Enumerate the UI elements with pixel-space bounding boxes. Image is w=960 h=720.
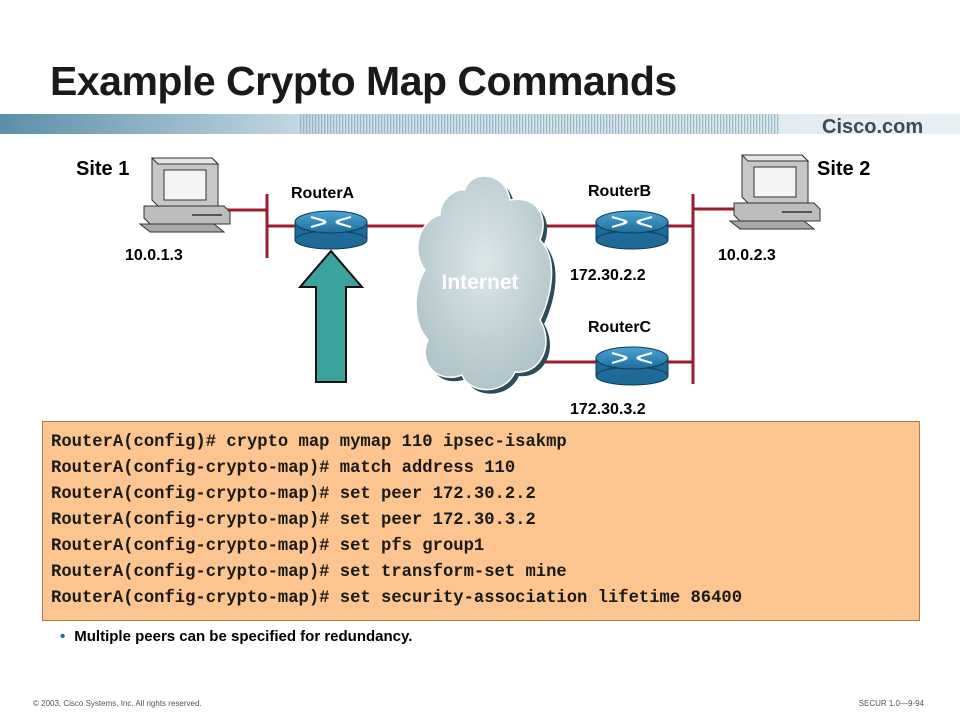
site2-ip: 10.0.2.3 — [718, 247, 776, 264]
cli-line: RouterA(config-crypto-map)# set pfs grou… — [51, 537, 485, 556]
routerA-icon — [293, 209, 369, 251]
bullet-note: • Multiple peers can be specified for red… — [60, 628, 412, 645]
slide-title: Example Crypto Map Commands — [50, 58, 677, 104]
cli-line: RouterA(config-crypto-map)# set peer 172… — [51, 511, 536, 530]
site1-pc-icon — [139, 157, 231, 233]
network-diagram: Internet Site 1 Site 2 10.0.1.3 10.0.2.3… — [76, 154, 870, 418]
cisco-logo: Cisco.com — [822, 116, 924, 138]
cli-line: RouterA(config-crypto-map)# set peer 172… — [51, 485, 536, 504]
up-arrow-icon — [297, 249, 365, 383]
bullet-text: Multiple peers can be specified for redu… — [74, 628, 413, 645]
cli-line: RouterA(config-crypto-map)# set security… — [51, 589, 743, 608]
footer-copyright: © 2003, Cisco Systems, Inc. All rights r… — [33, 699, 202, 708]
footer-course-code: SECUR 1.0—9-94 — [858, 699, 924, 708]
bullet-icon: • — [60, 628, 66, 645]
routerB-ip: 172.30.2.2 — [570, 267, 646, 284]
internet-label: Internet — [441, 271, 518, 294]
cli-command-box: RouterA(config)# crypto map mymap 110 ip… — [42, 421, 920, 621]
cli-line: RouterA(config)# crypto map mymap 110 ip… — [51, 433, 567, 452]
site1-ip: 10.0.1.3 — [125, 247, 183, 264]
cli-line: RouterA(config-crypto-map)# set transfor… — [51, 563, 567, 582]
cli-line: RouterA(config-crypto-map)# match addres… — [51, 459, 516, 478]
routerC-icon — [594, 345, 670, 387]
internet-cloud — [415, 175, 556, 394]
header-banner — [0, 114, 960, 134]
routerC-label: RouterC — [588, 319, 652, 336]
routerB-label: RouterB — [588, 183, 651, 200]
site2-label: Site 2 — [817, 158, 870, 180]
routerA-label: RouterA — [291, 185, 355, 202]
routerC-ip: 172.30.3.2 — [570, 401, 646, 418]
routerB-icon — [594, 209, 670, 251]
site2-pc-icon — [729, 154, 821, 230]
site1-label: Site 1 — [76, 158, 129, 180]
